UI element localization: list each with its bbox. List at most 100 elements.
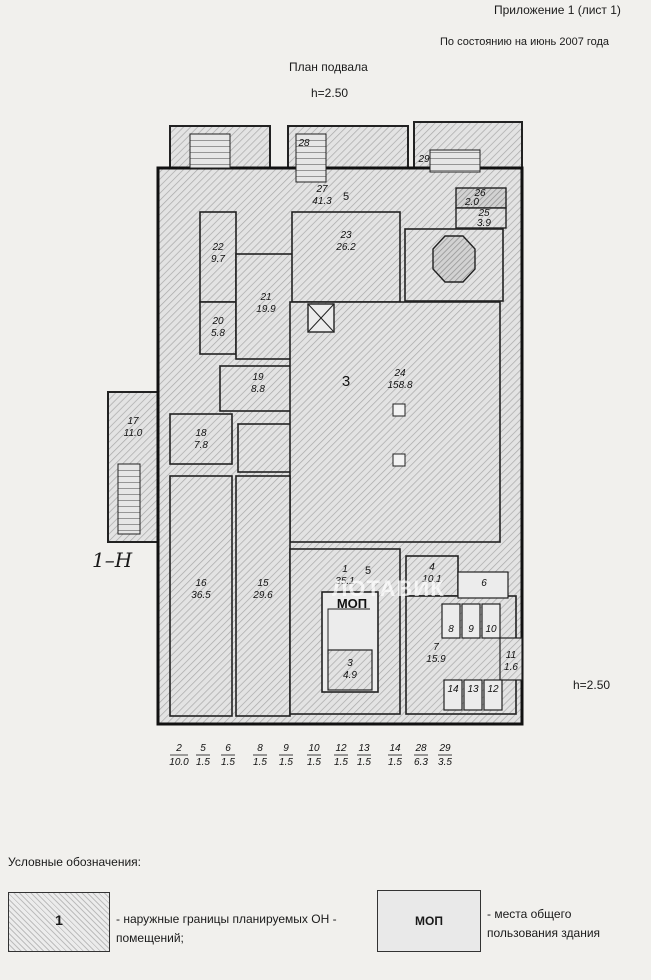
legend-mop-label: МОП [415, 914, 443, 928]
footnote-area: 1.5 [388, 757, 402, 768]
room-label-number: 18 [195, 428, 207, 439]
room-label-number: 17 [127, 416, 139, 427]
room-label-area: 9.7 [211, 254, 225, 265]
floor-plan-svg: 16 36.5 15 29.6 17 11.0 18 7.8 19 8.8 20… [107, 121, 524, 768]
legend-title: Условные обозначения: [8, 855, 141, 869]
room-label-number: 8 [448, 624, 454, 635]
room-label-number: 22 [211, 242, 224, 253]
footnote-number: 6 [225, 743, 231, 754]
room-label-number: 25 [477, 208, 490, 219]
footnote-area: 6.3 [414, 757, 428, 768]
footnote-number: 8 [257, 743, 263, 754]
watermark: ЛОТАВИК [332, 576, 445, 601]
room-25 [455, 207, 507, 229]
room-label-area: 35.1 [335, 576, 354, 587]
room-10 [481, 603, 501, 639]
room-label-number: 26 [473, 188, 486, 199]
room-13 [463, 679, 483, 711]
footnote-number: 13 [358, 743, 370, 754]
room-21 [235, 253, 299, 360]
footnote-number: 28 [414, 743, 427, 754]
room-lobby [237, 423, 295, 473]
room-label-number: 9 [468, 624, 474, 635]
footnote-area: 1.5 [279, 757, 293, 768]
room-label-area: 4.9 [343, 670, 357, 681]
column-1 [392, 403, 406, 417]
footnote-number: 2 [175, 743, 182, 754]
room-3 [327, 649, 373, 691]
room-label-area: 19.9 [256, 304, 276, 315]
legend-hatched-label: 1 [55, 912, 63, 928]
room-label-number: 6 [481, 578, 487, 589]
room-label-area: 41.3 [312, 196, 332, 207]
stair-top-right [429, 149, 481, 173]
legend-mop-box: МОП [377, 890, 481, 952]
column-2 [392, 453, 406, 467]
footnote-number: 9 [283, 743, 289, 754]
room-label-number: 27 [315, 184, 328, 195]
footnote-area: 1.5 [334, 757, 348, 768]
floor-plan: 16 36.5 15 29.6 17 11.0 18 7.8 19 8.8 20… [100, 104, 540, 784]
axis-label: 1–Н [92, 548, 133, 572]
room-label-area: 11.0 [124, 428, 143, 439]
legend-mop-text: - места общего пользования здания [487, 907, 601, 940]
room-label-number: 11 [506, 650, 516, 661]
room-label-area: 7.8 [194, 440, 208, 451]
footnote-area: 1.5 [221, 757, 235, 768]
legend-hatched-text: - наружные границы планируемых ОН - поме… [116, 912, 337, 945]
room-label-area: 5.8 [211, 328, 225, 339]
room-4 [405, 555, 459, 597]
room-label-number: 24 [393, 368, 406, 379]
room-label-number: 1 [342, 564, 348, 575]
annex-stair [117, 463, 141, 535]
room-23 [291, 211, 401, 303]
room-9 [461, 603, 481, 639]
room-label-area: 2.0 [464, 197, 479, 208]
room-label-area: 8.8 [251, 384, 265, 395]
footnote-area: 1.5 [196, 757, 210, 768]
room-label-area: 158.8 [387, 380, 412, 391]
right-height-label: h=2.50 [573, 678, 611, 692]
elevator-x2 [307, 303, 335, 333]
zone-label-main: 3 [342, 373, 350, 390]
stair-top-left [189, 133, 231, 169]
room-label-number: 13 [467, 684, 479, 695]
room-label-number: 3 [347, 658, 353, 669]
room-label-area: 10.1 [422, 574, 441, 585]
room-label-number: 20 [211, 316, 224, 327]
room-label-area: 15.9 [426, 654, 446, 665]
room-label-number: 4 [429, 562, 435, 573]
room-label-area: 1.6 [504, 662, 518, 673]
footnote-number: 10 [308, 743, 320, 754]
zone-label-mop: МОП [337, 596, 367, 611]
room-label-number: 12 [487, 684, 499, 695]
room-label-number: 29 [417, 154, 430, 165]
plan-height: h=2.50 [311, 86, 349, 100]
room-15 [235, 475, 291, 717]
legend-hatched-box: 1 [8, 892, 110, 952]
zone-label-corridor: 5 [343, 191, 349, 203]
room-label-number: 7 [433, 642, 439, 653]
room-18 [169, 413, 233, 465]
appendix-label: Приложение 1 (лист 1) [494, 3, 621, 17]
room-label-number: 19 [252, 372, 264, 383]
room-19 [219, 365, 297, 412]
room-label-number: 10 [485, 624, 497, 635]
room-24 [289, 301, 501, 543]
room-label-number: 16 [195, 578, 207, 589]
footnote-area: 1.5 [307, 757, 321, 768]
plan-title: План подвала [289, 60, 368, 74]
stair-top-center [295, 133, 327, 183]
as-of-date: По состоянию на июнь 2007 года [440, 36, 610, 48]
room-label-area: 3.9 [477, 218, 491, 229]
room-11 [499, 637, 523, 681]
room-label-number: 15 [257, 578, 269, 589]
footnote-area: 1.5 [253, 757, 267, 768]
room-12 [483, 679, 503, 711]
room-label-area: 36.5 [191, 590, 211, 601]
room-8 [441, 603, 461, 639]
room-label-area: 29.6 [252, 590, 273, 601]
footnote-number: 29 [438, 743, 451, 754]
octagon-column [432, 235, 476, 283]
room-label-area: 26.2 [335, 242, 356, 253]
